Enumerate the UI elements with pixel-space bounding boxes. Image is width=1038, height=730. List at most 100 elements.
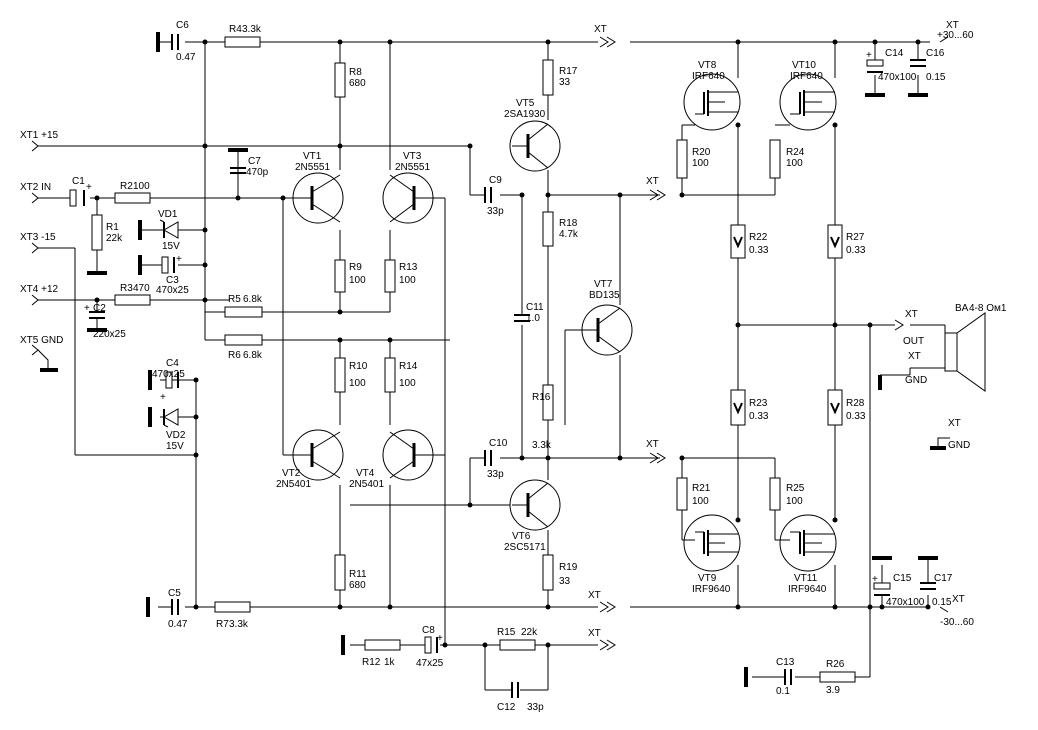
- vt8-value: IRF640: [692, 71, 725, 82]
- vt3-value: 2N5551: [395, 162, 431, 173]
- svg-text:+: +: [866, 50, 872, 61]
- r23-ref: R23: [749, 398, 768, 409]
- c16-value: 0.15: [926, 72, 946, 83]
- xt-bottom-rail-label: XT: [588, 590, 601, 601]
- ba-value: 4-8 Ом1: [969, 303, 1007, 314]
- r8-ref: R8: [349, 67, 362, 78]
- r5-value: 6.8k: [243, 294, 262, 305]
- c2-ref: C2: [93, 303, 106, 314]
- vt9-value: IRF9640: [692, 584, 731, 595]
- xt-top-rail-label: XT: [594, 24, 607, 35]
- c6-ref: C6: [176, 20, 189, 31]
- r21-value: 100: [692, 496, 709, 507]
- vt7-ref: VT7: [594, 279, 613, 290]
- r15-value: 22k: [521, 627, 538, 638]
- r20-ref: R20: [692, 147, 711, 158]
- c10-value: 33p: [487, 469, 504, 480]
- svg-text:+: +: [86, 182, 92, 193]
- c2-value: 220x25: [93, 329, 126, 340]
- r17-value: 33: [559, 77, 571, 88]
- vt9-ref: VT9: [698, 573, 717, 584]
- c16-ref: C16: [926, 48, 945, 59]
- r27-value: 0.33: [846, 245, 866, 256]
- xt5-label: XT5 GND: [20, 335, 64, 346]
- xt-gnd1-value: GND: [905, 375, 928, 386]
- xt-minus-name: XT: [952, 594, 965, 605]
- vt7-value: BD135: [589, 290, 620, 301]
- vt5-ref: VT5: [516, 98, 535, 109]
- r7-value: 3.3k: [229, 619, 248, 630]
- r11-value: 680: [349, 580, 366, 591]
- c3-ref: C3: [166, 275, 179, 286]
- r3-ref: R3: [120, 283, 133, 294]
- c15-ref: C15: [893, 573, 912, 584]
- xt-gnd1-name: XT: [908, 351, 921, 362]
- r1-ref: R1: [106, 222, 119, 233]
- r9-value: 100: [349, 275, 366, 286]
- vt4-ref: VT4: [356, 468, 375, 479]
- vd1-ref: VD1: [158, 209, 178, 220]
- r19-value: 33: [559, 576, 571, 587]
- vt3-ref: VT3: [403, 151, 422, 162]
- r16-value: 3.3k: [532, 440, 551, 451]
- xt2-label: XT2 IN: [20, 182, 52, 193]
- r26-value: 3.9: [826, 685, 840, 696]
- xt-plus-name: XT: [946, 20, 959, 31]
- vd2-value: 15V: [166, 441, 184, 452]
- vt6-value: 2SC5171: [504, 542, 546, 553]
- vt11-ref: VT11: [794, 573, 818, 584]
- r1-value: 22k: [106, 233, 123, 244]
- vd2-ref: VD2: [166, 430, 186, 441]
- r18-ref: R18: [559, 218, 578, 229]
- xt-gnd2-name: XT: [948, 418, 961, 429]
- vt10-ref: VT10: [792, 60, 816, 71]
- c7-value: 470p: [246, 167, 269, 178]
- r21-ref: R21: [692, 483, 711, 494]
- xt-gnd2-value: GND: [948, 440, 971, 451]
- r6-ref: R6: [228, 350, 241, 361]
- xt-upper-drive-label: XT: [646, 176, 659, 187]
- svg-text:+: +: [872, 574, 878, 585]
- r4-value: 3.3k: [242, 24, 261, 35]
- c9-value: 33p: [487, 206, 504, 217]
- vt6-ref: VT6: [512, 531, 531, 542]
- r14-value: 100: [399, 378, 416, 389]
- c11-value: 1.0: [526, 313, 540, 324]
- vt8-ref: VT8: [698, 60, 717, 71]
- r25-ref: R25: [786, 483, 805, 494]
- c12-value: 33p: [527, 702, 544, 713]
- c14-value: 470x100: [878, 72, 917, 83]
- c9-ref: C9: [489, 175, 502, 186]
- r9-ref: R9: [349, 262, 362, 273]
- c7-ref: C7: [248, 156, 261, 167]
- c4-ref: C4: [166, 358, 179, 369]
- r27-ref: R27: [846, 232, 865, 243]
- xt-minus-value: -30...60: [940, 617, 974, 628]
- xt1-label: XT1 +15: [20, 130, 59, 141]
- c6-value: 0.47: [176, 52, 196, 63]
- r5-ref: R5: [228, 294, 241, 305]
- c4-value: 470x25: [152, 369, 185, 380]
- r2-value: 100: [133, 181, 150, 192]
- xt-out-name: XT: [905, 309, 918, 320]
- xt4-label: XT4 +12: [20, 284, 59, 295]
- r22-value: 0.33: [749, 245, 769, 256]
- r22-ref: R22: [749, 232, 768, 243]
- svg-text:+: +: [84, 303, 90, 314]
- svg-text:+: +: [176, 254, 182, 265]
- r28-ref: R28: [846, 398, 865, 409]
- c15-value: 470x100: [886, 597, 925, 608]
- r14-ref: R14: [399, 361, 418, 372]
- vd1-value: 15V: [162, 241, 180, 252]
- xt-feedback-label: XT: [588, 628, 601, 639]
- vt10-value: IRF640: [790, 71, 823, 82]
- c10-ref: C10: [489, 438, 508, 449]
- r12-value: 1k: [384, 657, 395, 668]
- c5-ref: C5: [168, 588, 181, 599]
- r10-ref: R10: [349, 361, 368, 372]
- r2-ref: R2: [120, 181, 133, 192]
- r13-ref: R13: [399, 262, 418, 273]
- c3-value: 470x25: [156, 285, 189, 296]
- xt-plus-value: +30...60: [937, 30, 974, 41]
